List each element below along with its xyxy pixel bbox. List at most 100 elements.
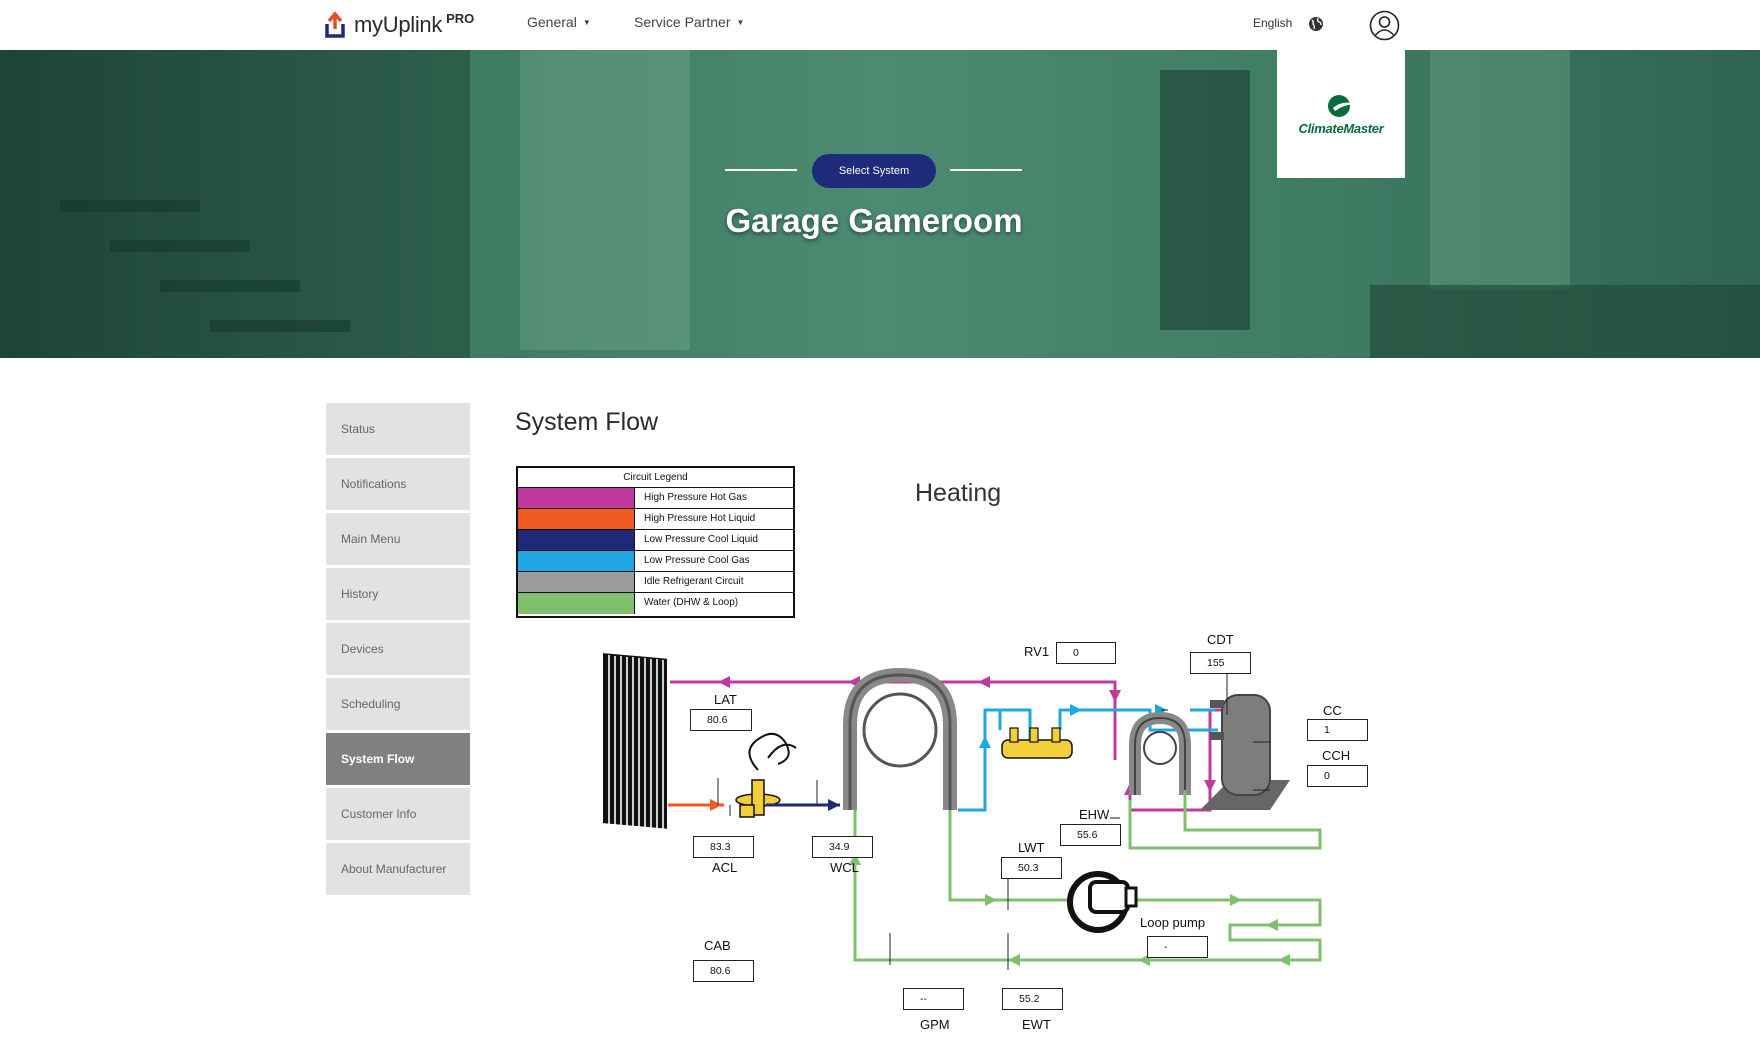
air-coil [603,653,667,832]
ewt-value: 55.2 [1002,988,1063,1010]
legend-label: High Pressure Hot Liquid [644,513,756,524]
caret-down-icon: ▼ [582,17,591,27]
gpm-label: GPM [920,1017,950,1032]
page-title: System Flow [515,408,659,436]
lat-label: LAT [714,692,737,707]
caret-down-icon: ▼ [736,17,745,27]
legend-swatch [518,530,635,550]
operating-mode: Heating [915,479,1002,507]
upload-house-icon [325,12,345,38]
ewt-label: EWT [1022,1017,1051,1032]
cool-gas-line [958,708,1218,812]
heat-recovery-valve [1001,727,1073,759]
acl-label: ACL [712,860,738,875]
water-loop-arrows [849,853,1290,966]
ehw-value: 55.6 [1060,824,1121,846]
cab-label: CAB [704,938,731,953]
system-flow-diagram: RV1 0 CDT 155 LAT 80.6 CC 1 CCH 0 EHW 55… [590,630,1370,1038]
coaxial-heat-exchanger [843,667,957,810]
expansion-valve [735,732,797,818]
gpm-value: -- [903,988,964,1010]
manufacturer-logo-text: ClimateMaster [1298,120,1384,136]
cdt-label: CDT [1207,632,1234,647]
loop-pump-value: - [1147,936,1208,958]
circuit-legend: Circuit Legend High Pressure Hot Gas Hig… [516,466,795,618]
legend-swatch [518,551,635,571]
dhw-coil [1129,711,1191,795]
sidebar-item-system-flow[interactable]: System Flow [326,733,470,785]
legend-entry: Water (DHW & Loop) [518,593,793,614]
cch-value: 0 [1307,765,1368,787]
legend-entry: Idle Refrigerant Circuit [518,572,793,593]
legend-label: Water (DHW & Loop) [644,597,739,608]
menu-service-partner-label: Service Partner [634,14,731,30]
cc-value: 1 [1307,719,1368,741]
select-system-button[interactable]: Select System [812,154,936,188]
hero-banner: Select System Garage Gameroom ClimateMas… [0,50,1760,358]
legend-label: Idle Refrigerant Circuit [644,576,744,587]
lwt-label: LWT [1018,840,1045,855]
sidebar-item-main-menu[interactable]: Main Menu [326,513,470,565]
loop-pump-label: Loop pump [1140,915,1206,930]
compressor [1200,694,1290,810]
lat-value: 80.6 [690,709,752,731]
system-flow-schematic [603,653,1322,972]
brand-suffix: PRO [446,10,475,26]
menu-service-partner[interactable]: Service Partner ▼ [634,14,744,30]
brand-name: myUplink [354,12,443,37]
brand-logo[interactable]: myUplink PRO [324,8,474,42]
hero-divider-right [950,169,1022,171]
legend-title: Circuit Legend [518,468,793,488]
sidebar-item-customer-info[interactable]: Customer Info [326,788,470,840]
wcl-value: 34.9 [812,836,873,858]
sidebar-item-devices[interactable]: Devices [326,623,470,675]
acl-value: 83.3 [693,836,754,858]
sidebar-item-status[interactable]: Status [326,403,470,455]
legend-swatch [518,572,635,592]
rv1-value: 0 [1056,642,1116,664]
legend-swatch [518,509,635,529]
globe-icon[interactable] [1308,16,1324,32]
climatemaster-swoosh-icon [1328,94,1359,117]
hero-background-step [210,320,350,332]
cool-liquid-arrow [828,799,840,811]
hero-divider-left [725,169,797,171]
legend-swatch [518,488,635,508]
user-account-icon[interactable] [1369,10,1400,41]
sidebar-item-history[interactable]: History [326,568,470,620]
manufacturer-logo: ClimateMaster [1277,50,1405,178]
menu-general[interactable]: General ▼ [527,14,591,30]
hero-background-oven [1160,70,1250,330]
wcl-label: WCL [830,860,859,875]
legend-label: Low Pressure Cool Gas [644,555,750,566]
hot-liquid-arrow [710,799,722,811]
legend-entry: Low Pressure Cool Liquid [518,530,793,551]
legend-entry: High Pressure Hot Liquid [518,509,793,530]
legend-entry: Low Pressure Cool Gas [518,551,793,572]
legend-entry: High Pressure Hot Gas [518,488,793,509]
menu-general-label: General [527,14,577,30]
language-selector[interactable]: English [1253,16,1293,30]
lwt-value: 50.3 [1001,857,1062,879]
sidebar-nav: Status Notifications Main Menu History D… [326,403,470,898]
cch-label: CCH [1322,748,1351,763]
cc-label: CC [1323,703,1342,718]
hero-background-counter [1370,285,1760,358]
legend-swatch [518,593,635,614]
rv1-label: RV1 [1024,644,1050,659]
system-name-title: Garage Gameroom [725,202,1023,239]
ehw-label: EHW [1079,807,1110,822]
cab-value: 80.6 [693,960,754,982]
hero-background-door [520,50,690,350]
hero-background-step [60,200,200,212]
cdt-value: 155 [1190,652,1251,674]
legend-label: High Pressure Hot Gas [644,492,747,503]
top-navigation: myUplink PRO General ▼ Service Partner ▼… [0,0,1760,50]
sidebar-item-scheduling[interactable]: Scheduling [326,678,470,730]
sidebar-item-about-manufacturer[interactable]: About Manufacturer [326,843,470,895]
hero-background-step [110,240,250,252]
hero-background-step [160,280,300,292]
hero-background-fridge [1430,50,1570,290]
loop-pump [1067,871,1138,933]
sidebar-item-notifications[interactable]: Notifications [326,458,470,510]
